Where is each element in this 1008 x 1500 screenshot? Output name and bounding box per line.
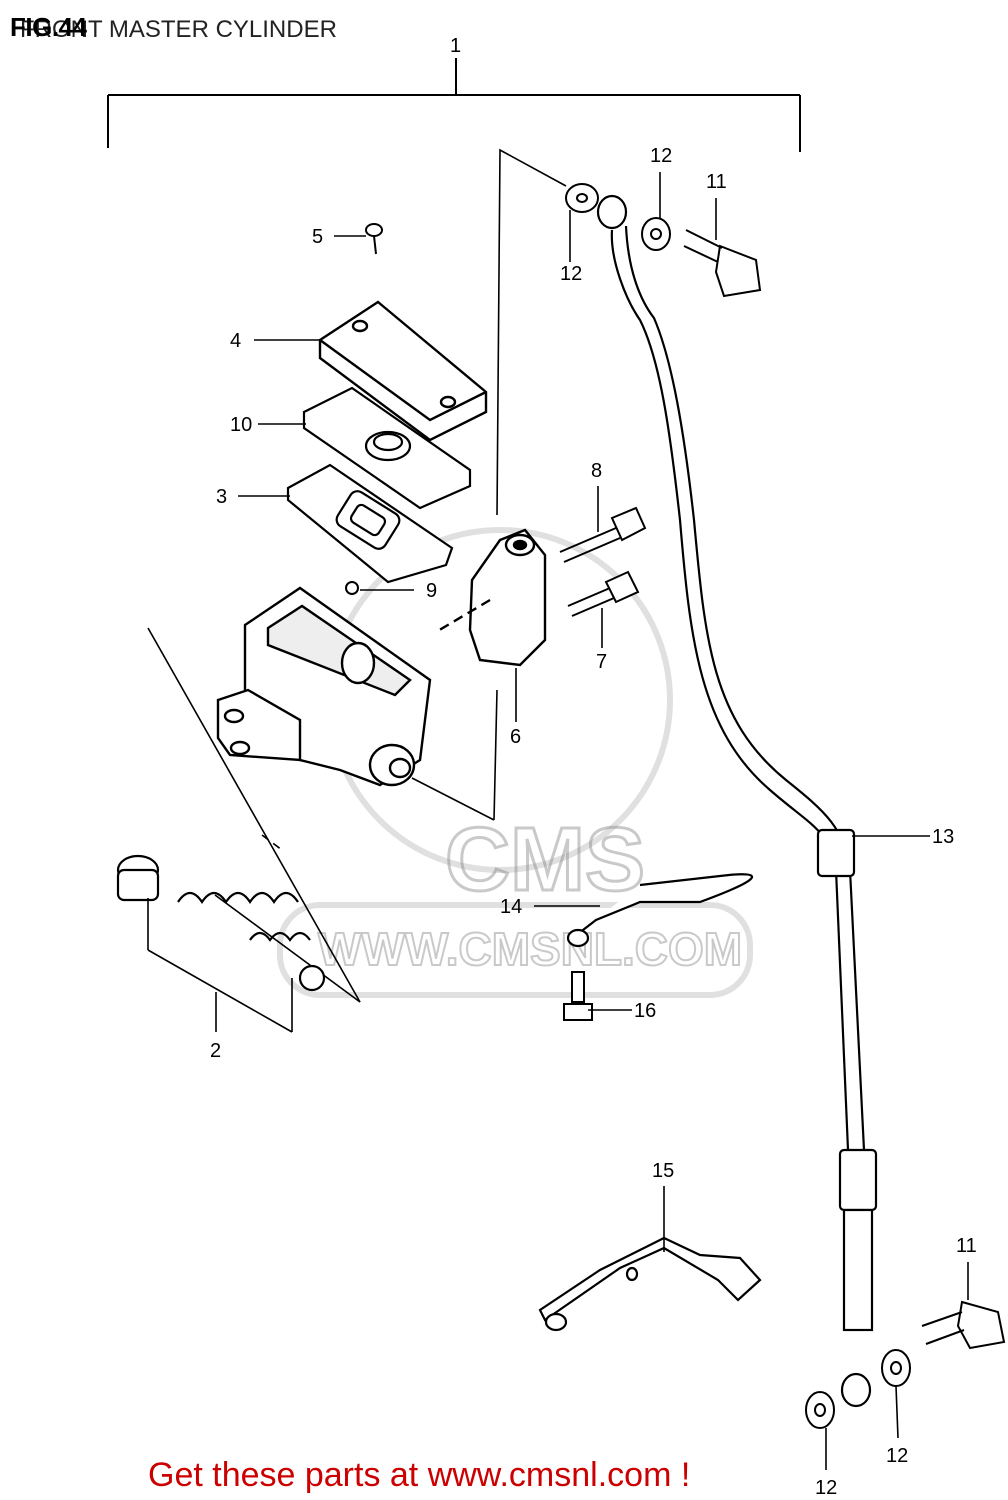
reservoir-cap-icon (318, 300, 488, 442)
footer-link-text[interactable]: Get these parts at www.cmsnl.com ! (148, 1456, 691, 1494)
callout-16: 16 (634, 1000, 656, 1022)
clip-icon (345, 581, 359, 595)
bolt-icon (559, 506, 647, 563)
watermark-banner (277, 902, 753, 998)
grouping-lines (147, 148, 567, 1003)
callout-6: 6 (510, 726, 521, 748)
callout-5: 5 (312, 226, 323, 248)
leader-lines (147, 172, 969, 1470)
callout-10: 10 (230, 414, 252, 436)
figure-number: FIG.44 (10, 12, 87, 42)
callout-13: 13 (932, 826, 954, 848)
bolt-icon (563, 971, 593, 1021)
brake-hose-icon (596, 194, 878, 1408)
callout-2: 2 (210, 1040, 221, 1062)
callout-12: 12 (650, 145, 672, 167)
master-cylinder-body-icon (216, 586, 432, 787)
assembly-bracket (107, 58, 801, 152)
callout-15: 15 (652, 1160, 674, 1182)
watermark-logo-text: CMS (445, 810, 645, 910)
callout-1: 1 (450, 35, 461, 57)
callout-8: 8 (591, 460, 602, 482)
piston-set-icon (116, 854, 326, 992)
callout-12: 12 (886, 1445, 908, 1467)
screw-icon (365, 223, 383, 255)
callout-11: 11 (706, 171, 727, 193)
callout-4: 4 (230, 330, 241, 352)
callout-3: 3 (216, 486, 227, 508)
union-bolt-icon (683, 229, 762, 298)
washer-icon (805, 1349, 911, 1429)
figure-title: FRONT MASTER CYLINDER (20, 16, 337, 43)
watermark-url-text: WWW.CMSNL.COM (318, 923, 742, 975)
bracket-icon (538, 1236, 762, 1332)
callout-14: 14 (500, 896, 522, 918)
callout-12: 12 (560, 263, 582, 285)
diaphragm-icon (286, 463, 454, 584)
union-bolt-icon (921, 1300, 1006, 1350)
hose-clamp-icon (566, 873, 754, 948)
bolt-icon (567, 570, 640, 617)
callout-9: 9 (426, 580, 437, 602)
holder-clamp-icon (435, 528, 547, 667)
callout-7: 7 (596, 651, 607, 673)
diaphragm-plate-icon (302, 386, 472, 510)
callouts: 1 2 3 4 5 6 7 8 9 10 11 12 13 14 15 16 1… (210, 35, 977, 1499)
washer-icon (565, 183, 671, 251)
callout-11: 11 (956, 1235, 977, 1257)
callout-12: 12 (815, 1477, 837, 1499)
